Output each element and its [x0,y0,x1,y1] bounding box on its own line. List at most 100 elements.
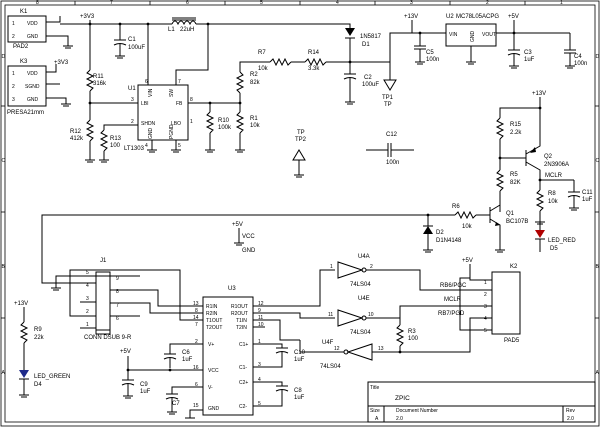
transistor-q1: R6 10k Q1 BC107B D2 D1N4148 LED_RED D5 [41,191,576,260]
u1-pin5: 5 [178,143,181,149]
k3-pin3-name: GND [27,97,39,103]
j1-pin7: 7 [116,303,119,309]
u3-c2plus: C2+ [239,380,248,386]
input-rail-3v3: +3V3 C1 100uF R11 316k R12 412k R13 100 [60,14,172,163]
k1-pin2-num: 2 [12,34,15,40]
frame-col-3: 3 [410,0,413,6]
u3-pin14: 14 [193,315,199,321]
rev-value: 2.0 [567,416,574,422]
u3-pin15: 15 [193,403,199,409]
k3-pin2-num: 2 [12,84,15,90]
frame-col-4: 4 [336,0,339,6]
u2-vin: VIN [449,32,458,38]
u3-r1out: R1OUT [231,304,248,310]
k2-pin4: 4 [484,316,487,322]
u3-t1in: T1IN [236,318,247,324]
u3-vminus: V- [208,385,213,391]
inverter-u4f: U4F 13 12 74LS04 [299,317,480,370]
d1-ref: 1N5817 [360,34,382,40]
u3-c2minus: C2- [239,404,247,410]
u1-lbo: LBO [171,121,181,127]
c11-value: 1uF [582,197,593,203]
k3-pin1-name: VDD [27,71,38,77]
tp1-value: TP [384,102,392,108]
net-mclr: MCLR [444,297,462,303]
title-value: ZPIC [395,395,410,402]
c4-value: 100n [574,61,587,67]
u3-pin11: 11 [258,315,263,321]
c11-ref: C11 [582,190,593,196]
r12-ref: R12 [70,129,82,135]
docnum-value: 2.0 [396,416,403,422]
net-plus5v-u3: +5V [120,349,131,355]
c1-ref: C1 [128,37,136,43]
u4a-pin2: 2 [370,264,373,270]
r11-ref: R11 [93,74,104,80]
net-plus3v3-k3: +3V3 [54,60,69,66]
size-value: A [375,416,379,422]
r6-ref: R6 [452,204,460,210]
u1-name: LT1303 [124,146,145,152]
j1-pin6: 6 [116,316,119,322]
j1-pin2: 2 [86,309,89,315]
mclr-driver: +13V R15 2.2k Q2 2N3906A R5 82K MCLR R8 … [495,91,593,225]
u1-pgnd: PGND [169,124,175,139]
r6-value: 10k [462,224,473,230]
connector-k2: K2 1 2 3 4 5 PAD5 +5V RB6/PGC MCLR RB7/P… [395,258,521,354]
q2-ref: Q2 [544,154,553,160]
d5-value: D5 [550,246,558,252]
u3-pin5: 5 [258,401,261,407]
u3-pin10: 10 [258,322,264,328]
l1-value: 22uH [180,27,194,33]
u1-fb: FB [176,101,183,107]
q1-ref: Q1 [506,211,515,217]
r1-ref: R1 [250,116,258,122]
docnum-label: Document Number [396,408,438,414]
r9-ref: R9 [34,327,42,333]
c12-ref: C12 [386,132,398,138]
frame-col-1: 1 [560,0,563,6]
tp2-ref: TP [297,130,305,136]
u3-r1in: R1IN [206,304,218,310]
r11-value: 316k [93,81,107,87]
u1-pin2: 2 [131,119,134,125]
d4-ref: LED_GREEN [34,374,70,380]
net-gnd: GND [242,248,256,254]
testpoint-tp1: TP1 TP [382,62,397,108]
r7-ref: R7 [258,50,266,56]
u3-c1plus: C1+ [239,342,248,348]
feedback-network: R10 100k R1 10k R2 82k R7 10k R14 3.3k [205,50,352,153]
u4a-name: 74LS04 [350,282,371,288]
k2-ref: K2 [510,264,518,270]
connector-k3: K3 VDD SGND GND 1 2 3 PRESA21mm +3V3 [7,59,71,116]
c7-ref: C7 [172,401,180,407]
k3-pin3-num: 3 [12,97,15,103]
u3-vcc: VCC [208,368,219,374]
led-green-d4: +13V R9 22k LED_GREEN D4 [14,301,70,398]
j1-pin8: 8 [116,289,119,295]
k3-pin2-name: SGND [25,84,40,90]
frame-col-7: 7 [110,0,113,6]
u3-pin13: 13 [193,301,199,307]
u1-sw: SW [169,89,175,97]
j1-name: CONN DSUB 9-R [84,335,132,341]
net-rb6: RB6/PGC [440,283,467,289]
testpoint-tp2: TP TP2 [292,130,307,178]
capacitor-c12: C12 100n [366,132,414,166]
c1-value: 100uF [128,45,145,51]
r13-ref: R13 [110,136,122,142]
c6-ref: C6 [182,350,190,356]
k1-ref: K1 [20,9,28,15]
regulator-u2: +13V C5 100n U2 MC78L05ACPG VIN GND VOUT… [389,14,587,69]
u2-vout: VOUT [482,32,496,38]
q1-value: BC107B [506,219,528,225]
u3-t1out: T1OUT [206,318,222,324]
c10-ref: C10 [294,350,306,356]
u4e-pin1: 11 [328,312,333,318]
u3-gnd: GND [208,406,220,412]
net-plus3v3-top: +3V3 [80,14,95,20]
net-plus13v-q2: +13V [532,91,546,97]
j1-pin4: 4 [86,283,89,289]
u3-r2in: R2IN [206,311,218,317]
